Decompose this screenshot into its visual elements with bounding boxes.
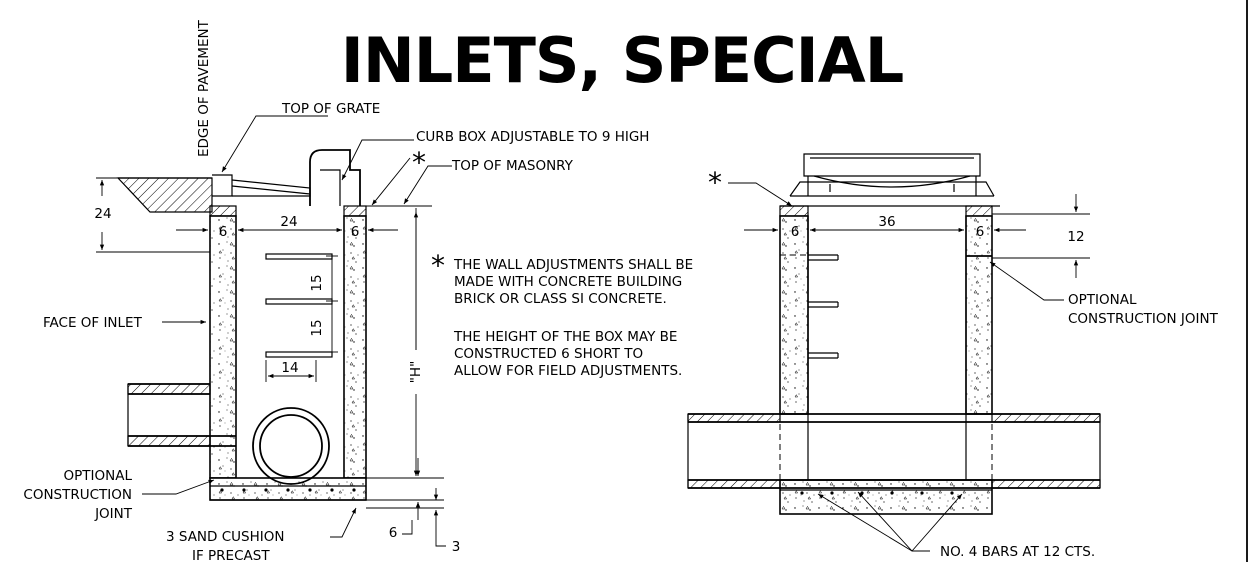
step-1 (265, 253, 333, 260)
face-of-inlet-label: FACE OF INLET (43, 315, 143, 331)
asterisk-right: * (708, 166, 722, 199)
height-dimension: "H" (408, 361, 424, 384)
asterisk-note: * (431, 249, 445, 282)
right-wall-thickness-right: 6 (976, 224, 985, 240)
note2-line3: ALLOW FOR FIELD ADJUSTMENTS. (454, 363, 682, 379)
step-spacing-1: 15 (309, 274, 325, 291)
note1-line1: THE WALL ADJUSTMENTS SHALL BE (453, 257, 693, 273)
edge-of-pavement-label: EDGE OF PAVEMENT (196, 19, 212, 157)
wall-thickness-left: 6 (219, 224, 228, 240)
note2-line1: THE HEIGHT OF THE BOX MAY BE (453, 329, 677, 345)
step-spacing-2: 15 (309, 319, 325, 336)
optional-joint-right-line2: CONSTRUCTION JOINT (1068, 311, 1219, 327)
sand-cushion-line1: 3 SAND CUSHION (166, 529, 284, 545)
inner-width-right: 36 (878, 214, 895, 230)
wall-thickness-right: 6 (351, 224, 360, 240)
left-wall (209, 215, 237, 479)
step-width: 14 (281, 360, 298, 376)
step-3 (265, 351, 333, 358)
right-view-right-wall (965, 215, 993, 415)
right-wall (343, 215, 367, 479)
optional-joint-left-line3: JOINT (94, 506, 133, 522)
sand-thickness: 3 (452, 539, 461, 555)
right-section: * 6 36 6 12 OPTIONAL CONSTRUCTION JOINT … (687, 153, 1219, 560)
notes: * THE WALL ADJUSTMENTS SHALL BE MADE WIT… (431, 249, 693, 379)
left-section: EDGE OF PAVEMENT (23, 19, 649, 562)
right-wall-thickness-left: 6 (791, 224, 800, 240)
optional-joint-left-line1: OPTIONAL (64, 468, 133, 484)
right-view-left-wall (779, 215, 809, 415)
note1-line3: BRICK OR CLASS SI CONCRETE. (454, 291, 667, 307)
inner-width-left: 24 (280, 214, 297, 230)
curb-height: 24 (94, 206, 111, 222)
top-of-masonry-label: TOP OF MASONRY (451, 158, 574, 174)
top-of-grate-label: TOP OF GRATE (281, 101, 380, 117)
optional-joint-right-line1: OPTIONAL (1068, 292, 1137, 308)
optional-joint-left-line2: CONSTRUCTION (23, 487, 132, 503)
bars-label: NO. 4 BARS AT 12 CTS. (940, 544, 1095, 560)
note2-line2: CONSTRUCTED 6 SHORT TO (454, 346, 643, 362)
pipe-opening (252, 407, 330, 485)
asterisk-left: * (412, 146, 426, 179)
curb-box-label: CURB BOX ADJUSTABLE TO 9 HIGH (416, 129, 649, 145)
slab-thickness: 6 (389, 525, 398, 541)
step-2 (265, 298, 333, 305)
sand-cushion-line2: IF PRECAST (192, 548, 270, 562)
adjust-height: 12 (1067, 229, 1084, 245)
note1-line2: MADE WITH CONCRETE BUILDING (454, 274, 682, 290)
drawing-title: INLETS, SPECIAL (341, 24, 903, 97)
